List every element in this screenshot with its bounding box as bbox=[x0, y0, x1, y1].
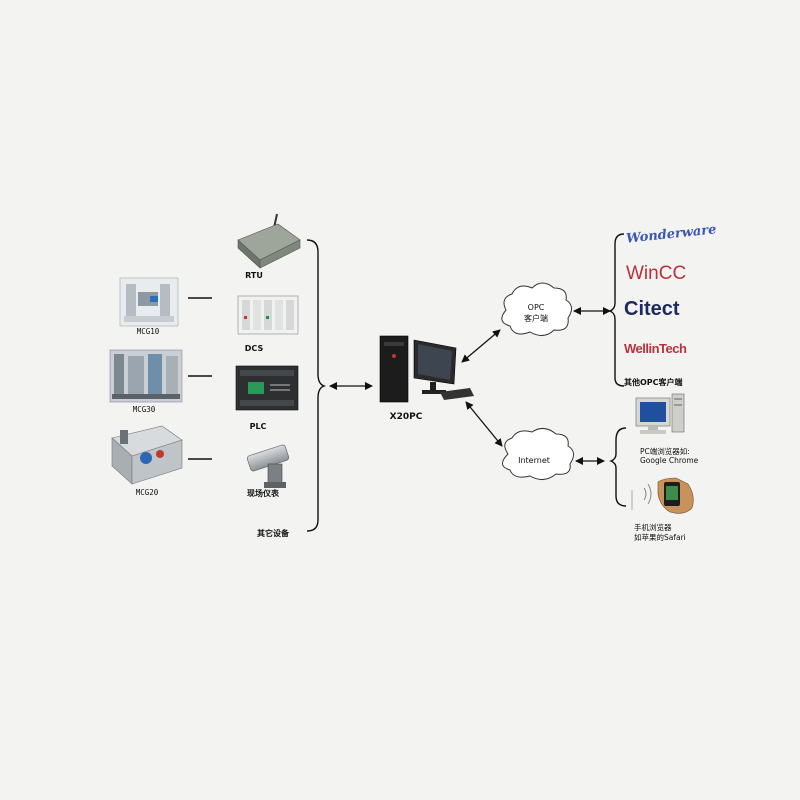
mobile-phone-image bbox=[631, 477, 694, 514]
mcg30-machine-image bbox=[109, 349, 183, 403]
server-to-opc-arrow bbox=[461, 329, 501, 363]
field-instrument-image bbox=[246, 444, 290, 488]
mcg30-label: MCG30 bbox=[132, 405, 156, 414]
plc-label: PLC bbox=[249, 422, 267, 431]
dcs-device-image bbox=[237, 295, 299, 335]
internet-cloud-label: Internet bbox=[518, 456, 550, 465]
other-devices-label: 其它设备 bbox=[257, 529, 289, 538]
opc-clients-bracket bbox=[608, 233, 625, 387]
browsers-bracket bbox=[609, 427, 627, 507]
other-opc-clients-label: 其他OPC客户端 bbox=[624, 378, 683, 387]
mcg10-machine-image bbox=[119, 277, 179, 327]
pc-browser-label-line1: PC端浏览器如: bbox=[640, 447, 690, 456]
opc-cloud-label-line2: 客户端 bbox=[524, 314, 548, 323]
desktop-pc-image bbox=[635, 393, 685, 434]
x20pc-label: X20PC bbox=[389, 412, 423, 422]
mcg20-label: MCG20 bbox=[135, 488, 159, 497]
mcg10-label: MCG10 bbox=[136, 327, 160, 336]
dcs-label: DCS bbox=[244, 344, 264, 353]
server-to-internet-arrow bbox=[465, 401, 503, 447]
wellintech-logo: WellinTech bbox=[624, 341, 687, 356]
opc-client-cloud bbox=[501, 282, 572, 336]
plc-device-image bbox=[235, 365, 299, 411]
mobile-browser-label-line2: 如苹果的Safari bbox=[634, 533, 686, 542]
pc-browser-label-line2: Google Chrome bbox=[640, 456, 699, 465]
mcg20-machine-image bbox=[111, 425, 183, 485]
device-group-bracket bbox=[306, 239, 327, 532]
field-instrument-label: 现场仪表 bbox=[247, 489, 279, 498]
citect-logo: Citect bbox=[624, 298, 680, 320]
opc-cloud-label-line1: OPC bbox=[527, 303, 545, 312]
rtu-label: RTU bbox=[245, 271, 263, 280]
mobile-browser-label-line1: 手机浏览器 bbox=[634, 523, 672, 532]
internet-cloud bbox=[502, 428, 574, 480]
rtu-device-image bbox=[237, 213, 301, 269]
wincc-logo: WinCC bbox=[626, 263, 687, 284]
x20pc-computer-image bbox=[379, 335, 474, 403]
